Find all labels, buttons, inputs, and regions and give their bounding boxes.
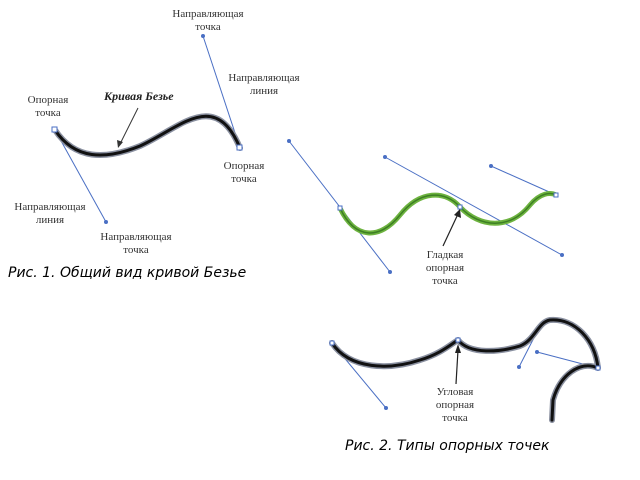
anchor-point-green-start [337,205,343,211]
guide-point-fig2-right [535,350,539,354]
anchor-point-green-end [553,192,559,198]
arrowhead-corner-anchor [455,344,461,353]
bezier-curve-1-core [53,114,242,157]
guide-point-fig2-left [384,406,388,410]
guide-point-green-left-b [388,270,392,274]
guide-line-left [54,129,107,223]
figure2-caption: Рис. 2. Типы опорных точек [345,438,550,454]
guide-line-top [202,35,241,149]
guide-line-green-mid [384,156,563,256]
guide-point-green-right [489,164,493,168]
anchor-point-fig2-start [329,340,335,346]
arrow-corner-anchor [455,349,459,385]
figure-green-group [287,139,564,274]
figure1-group [51,34,243,224]
guide-point-top [201,34,205,38]
label-anchor-right: Опорная точка [223,160,265,185]
anchor-point-fig2-corner [455,337,461,343]
label-corner-anchor: Угловая опорная точка [435,386,475,424]
label-anchor-left: Опорная точка [27,94,69,119]
guide-point-green-left-a [287,139,291,143]
anchor-point-right [236,144,243,151]
guide-point-left [104,220,108,224]
label-guide-point-top: Направляющая точка [172,8,244,33]
guide-line-green-right [490,165,557,196]
arrowhead-curve-title [117,140,123,148]
label-guide-line-bottom: Направляющая линия [14,201,86,226]
arrow-smooth-anchor [442,213,459,247]
bezier-curve-green [337,191,559,236]
arrowhead-smooth-anchor [454,209,461,218]
figure1-caption: Рис. 1. Общий вид кривой Безье [8,265,247,281]
anchor-point-left [51,126,58,133]
anchor-point-green-smooth [457,204,463,210]
guide-point-green-mid-a [383,155,387,159]
label-smooth-anchor: Гладкая опорная точка [425,249,465,287]
bezier-curve-1 [52,113,243,158]
anchor-point-fig2-right [595,365,601,371]
arrow-curve-title [119,107,139,145]
guide-point-green-mid-b [560,253,564,257]
label-guide-line-top: Направляющая линия [228,72,300,97]
curve-title: Кривая Безье [104,89,174,103]
label-guide-point-bottom: Направляющая точка [100,231,172,256]
guide-point-fig2-mid-a [517,365,521,369]
figure2-group [329,316,601,423]
